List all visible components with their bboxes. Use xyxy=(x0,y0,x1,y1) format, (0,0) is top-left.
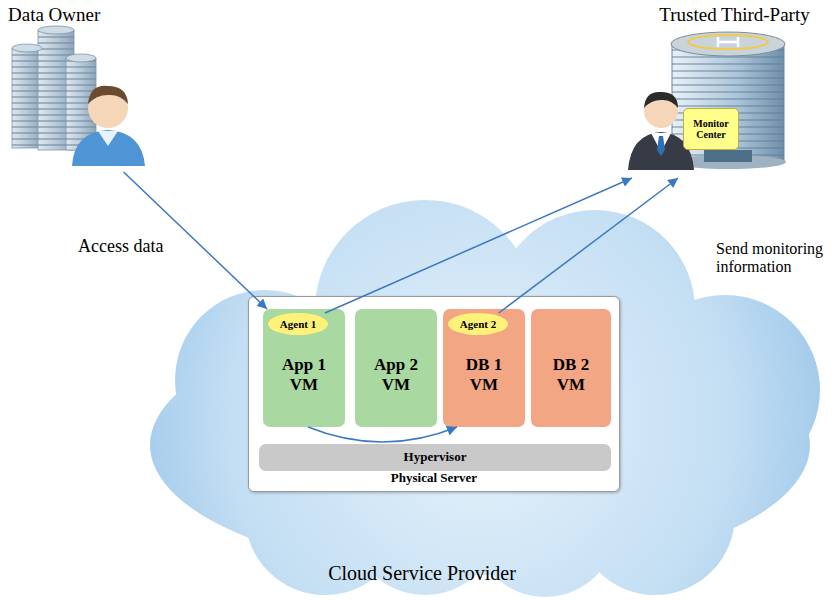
vm-box: DB 1 VM Agent 2 xyxy=(443,309,525,427)
edge-label: Access data xyxy=(78,236,163,257)
office-buildings xyxy=(12,26,96,150)
arrow-connector xyxy=(124,172,267,309)
node-text: Hypervisor xyxy=(404,450,467,465)
node-text: Trusted Third-Party xyxy=(630,4,839,26)
arrow-connector xyxy=(308,427,457,442)
arrow-connector xyxy=(499,178,678,313)
vm-box: DB 2 VM xyxy=(531,309,611,427)
annotation-label: Send monitoring information xyxy=(716,240,836,277)
user-person xyxy=(72,86,145,166)
arrow-connector xyxy=(325,178,632,313)
monitor-center-box: Monitor Center xyxy=(683,108,739,150)
node-text: Physical Server xyxy=(249,471,619,486)
node-text: DB 2 VM xyxy=(543,355,599,394)
node-text: DB 1 VM xyxy=(455,355,513,394)
node-text: App 1 VM xyxy=(275,355,333,394)
vm-box: App 2 VM xyxy=(355,309,437,427)
node-text: Data Owner xyxy=(8,4,170,26)
actor-node: Data Owner xyxy=(0,0,170,172)
node-text: Agent 1 xyxy=(280,318,316,331)
actor-node: Trusted Third-PartyMonitor Center xyxy=(630,0,839,178)
vm-box: App 1 VM Agent 1 xyxy=(263,309,345,427)
agent-bubble: Agent 1 xyxy=(268,313,328,335)
hypervisor-bar: Hypervisor xyxy=(259,444,611,471)
node-text: Agent 2 xyxy=(460,318,496,331)
node-text: Monitor Center xyxy=(684,118,738,141)
node-text: Cloud Service Provider xyxy=(272,562,572,585)
agent-bubble: Agent 2 xyxy=(448,313,508,335)
server-box: Physical Server App 1 VM Agent 1 App 2 VM DB… xyxy=(248,296,620,492)
monitor-building xyxy=(670,32,786,169)
node-text: App 2 VM xyxy=(367,355,425,394)
